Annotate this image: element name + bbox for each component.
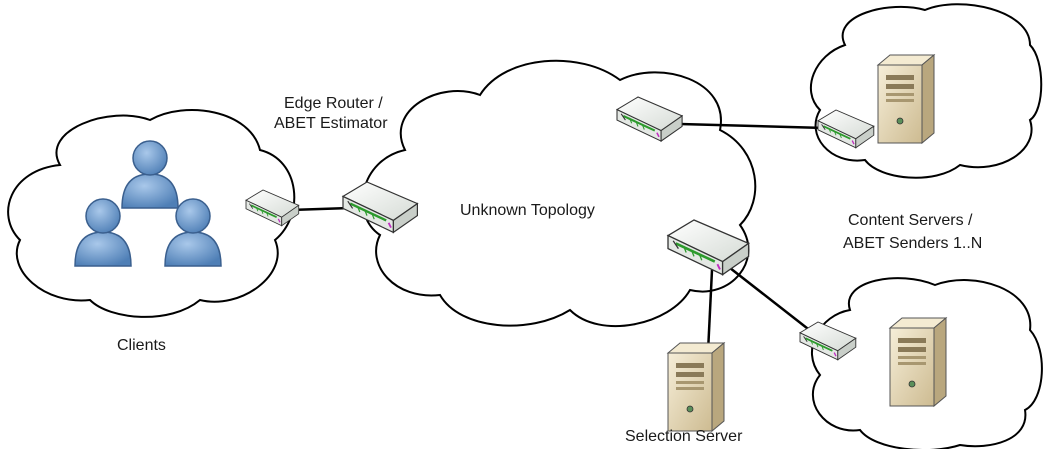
edge-router-label-line2: ABET Estimator: [274, 115, 388, 132]
link-router-server-top: [679, 122, 826, 130]
unknown-topology-label: Unknown Topology: [460, 202, 595, 219]
selection-server-icon: [667, 342, 725, 432]
selection-server-label: Selection Server: [625, 428, 743, 445]
edge-router-label-line1: Edge Router /: [284, 95, 383, 112]
content-servers-label-line2: ABET Senders 1..N: [843, 235, 983, 252]
link-router-selection: [706, 269, 714, 353]
clients-label: Clients: [117, 337, 166, 354]
content-server-top-icon: [877, 54, 935, 144]
unknown-topology-cloud: [361, 59, 757, 328]
content-servers-label-line1: Content Servers /: [848, 212, 973, 229]
content-server-bottom-icon: [889, 317, 947, 407]
link-router-server-bottom: [729, 267, 813, 333]
link-clients-edge: [289, 206, 351, 212]
